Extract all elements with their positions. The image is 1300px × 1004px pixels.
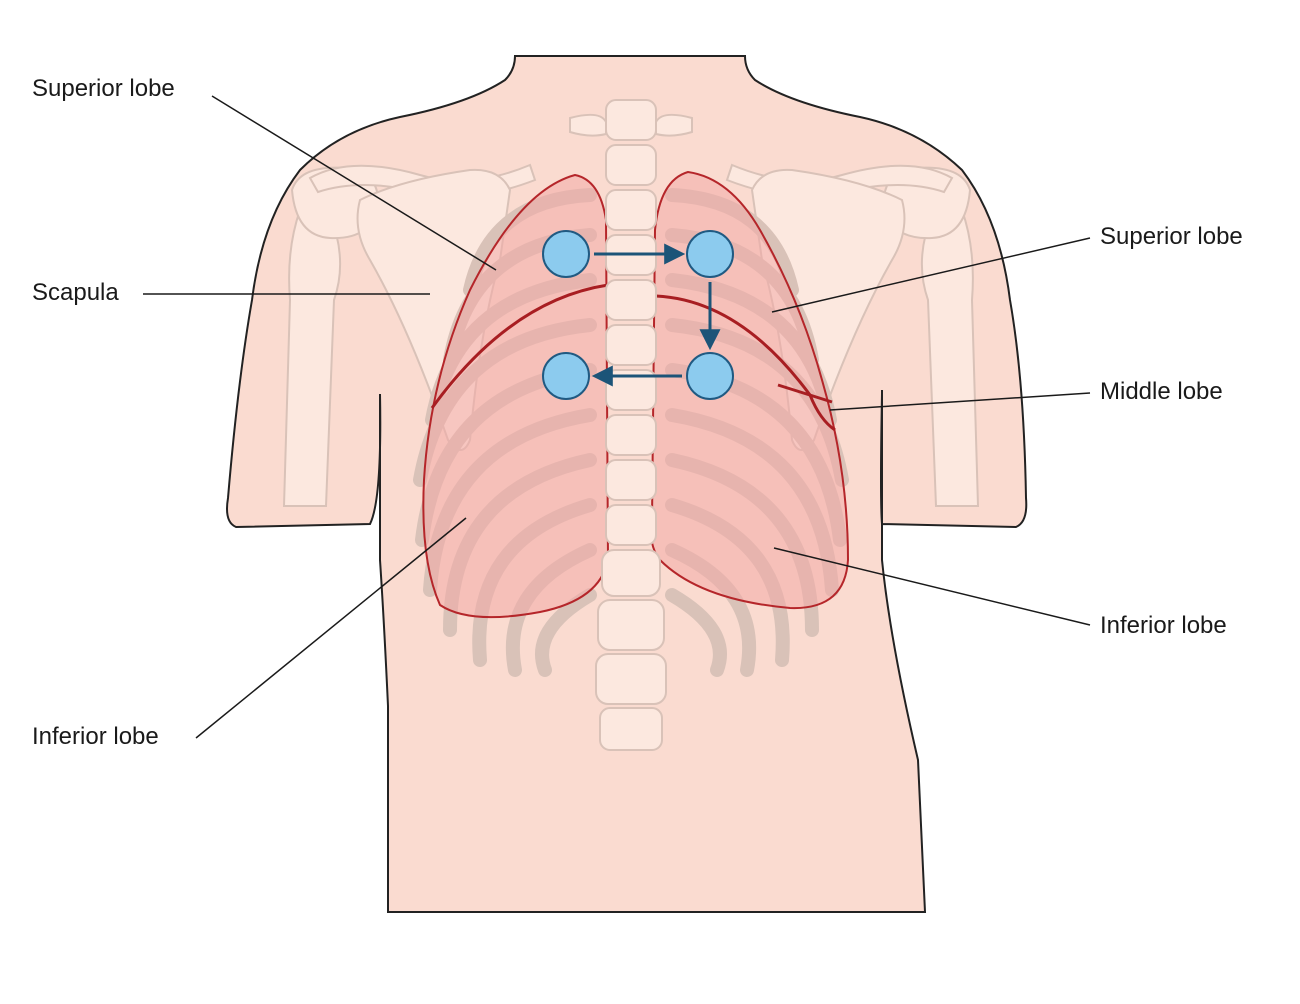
auscultation-markers (542, 230, 734, 400)
vertebra (605, 279, 657, 321)
leader-superior-left (211, 95, 497, 271)
vertebra (605, 369, 657, 411)
marker-upper-left (542, 230, 590, 278)
sequence-arrows (591, 243, 721, 387)
vertebra (601, 549, 661, 597)
vertebra (605, 459, 657, 501)
vertebra (599, 707, 663, 751)
leader-inferior-right (773, 547, 1091, 626)
right-oblique-fissure (655, 294, 836, 432)
spine (569, 99, 693, 751)
leader-middle (829, 392, 1091, 411)
label-inferior-lobe-right: Inferior lobe (1100, 612, 1227, 639)
label-inferior-lobe-left: Inferior lobe (32, 723, 159, 750)
vertebra (595, 653, 667, 705)
vertebra-process (569, 113, 607, 137)
vertebra-process (655, 113, 693, 137)
vertebra (605, 504, 657, 546)
vertebra (605, 144, 657, 186)
leader-lines (143, 95, 1091, 739)
marker-lower-left (542, 352, 590, 400)
marker-lower-right (686, 352, 734, 400)
right-horizontal-fissure (777, 383, 833, 404)
leader-inferior-left (195, 517, 467, 739)
leader-superior-right (771, 237, 1091, 313)
label-superior-lobe-left: Superior lobe (32, 75, 175, 102)
vertebra (605, 414, 657, 456)
vertebra (605, 324, 657, 366)
marker-upper-right (686, 230, 734, 278)
rib (665, 588, 727, 677)
rib (535, 588, 597, 677)
vertebra (605, 189, 657, 231)
vertebra (605, 99, 657, 141)
vertebra (597, 599, 665, 651)
label-scapula: Scapula (32, 279, 119, 306)
label-middle-lobe: Middle lobe (1100, 378, 1223, 405)
label-superior-lobe-right: Superior lobe (1100, 223, 1243, 250)
left-oblique-fissure (430, 283, 609, 409)
